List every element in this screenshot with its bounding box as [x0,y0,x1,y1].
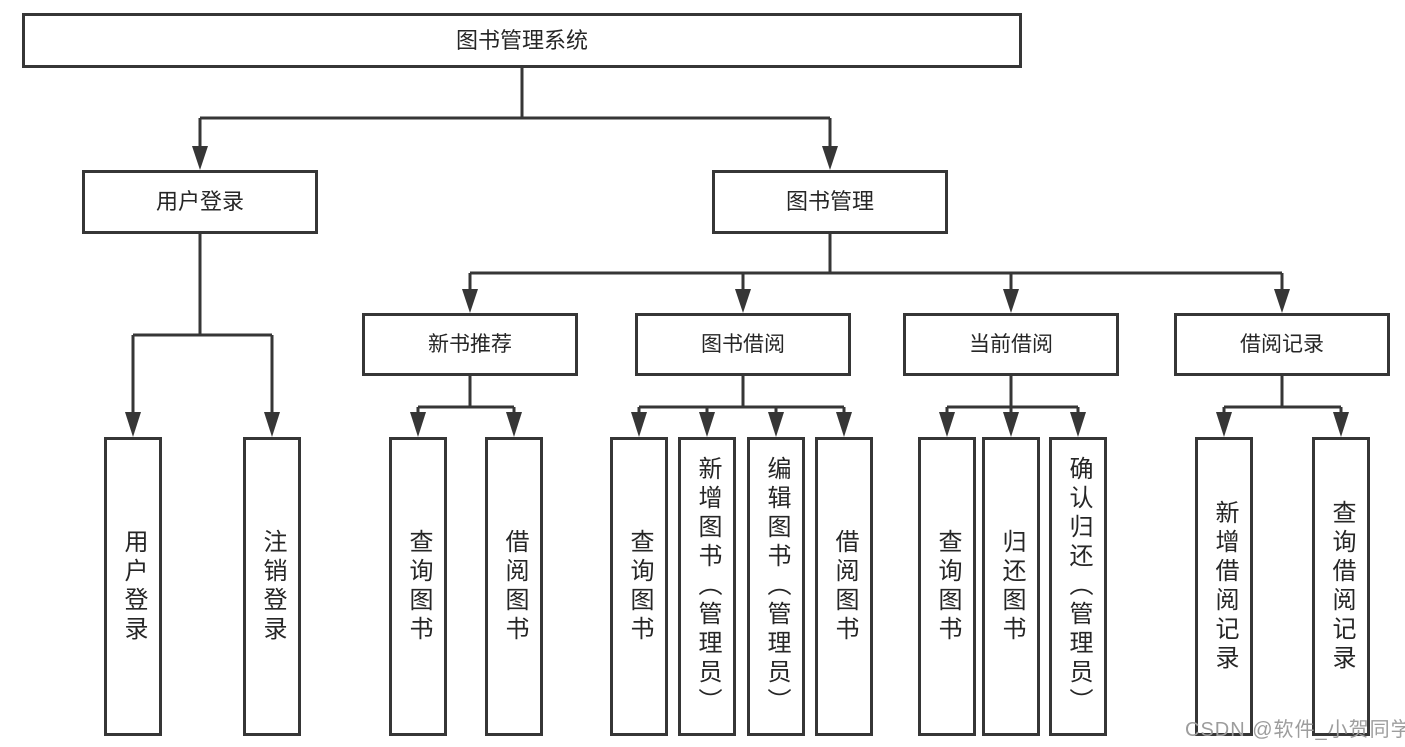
node-leaf-borrow-books-1: 借阅图书 [485,437,543,736]
arrow-down-icon [699,412,715,437]
arrow-down-icon [1003,289,1019,313]
node-leaf-user-login: 用户登录 [104,437,162,736]
arrow-down-icon [462,289,478,313]
arrow-down-icon [836,412,852,437]
arrow-down-icon [1333,412,1349,437]
arrow-down-icon [192,146,208,170]
arrow-down-icon [410,412,426,437]
node-leaf-borrow-books-2: 借阅图书 [815,437,873,736]
node-book-borrowing: 图书借阅 [635,313,851,376]
node-book-management: 图书管理 [712,170,948,234]
node-leaf-return-books: 归还图书 [982,437,1040,736]
arrow-down-icon [939,412,955,437]
node-leaf-query-books-1: 查询图书 [389,437,447,736]
connector-user-login [131,234,274,416]
connector-book-borrow [637,376,846,416]
connector-root [198,68,832,150]
arrow-down-icon [264,412,280,437]
node-leaf-confirm-return-admin: 确认归还（管理员） [1049,437,1107,736]
arrow-down-icon [631,412,647,437]
node-leaf-query-books-2: 查询图书 [610,437,668,736]
node-leaf-add-borrow-record: 新增借阅记录 [1195,437,1253,736]
arrow-down-icon [1216,412,1232,437]
node-leaf-query-borrow-record: 查询借阅记录 [1312,437,1370,736]
arrow-down-icon [506,412,522,437]
arrow-down-icon [822,146,838,170]
node-library-management-system: 图书管理系统 [22,13,1022,68]
connector-current-borrow [945,376,1080,416]
arrow-down-icon [1274,289,1290,313]
node-current-borrowing: 当前借阅 [903,313,1119,376]
arrow-down-icon [768,412,784,437]
connector-new-book [416,376,516,416]
arrow-down-icon [125,412,141,437]
arrow-down-icon [735,289,751,313]
node-borrow-records: 借阅记录 [1174,313,1390,376]
node-leaf-edit-books-admin: 编辑图书（管理员） [747,437,805,736]
connector-borrow-records [1222,376,1343,416]
arrow-down-icon [1070,412,1086,437]
arrow-down-icon [1003,412,1019,437]
node-leaf-add-books-admin: 新增图书（管理员） [678,437,736,736]
connector-book-mgmt [468,234,1284,292]
node-user-login: 用户登录 [82,170,318,234]
node-leaf-logout: 注销登录 [243,437,301,736]
node-new-book-recommend: 新书推荐 [362,313,578,376]
csdn-watermark: CSDN @软件_小贺同学 [1185,719,1405,741]
node-leaf-query-books-3: 查询图书 [918,437,976,736]
